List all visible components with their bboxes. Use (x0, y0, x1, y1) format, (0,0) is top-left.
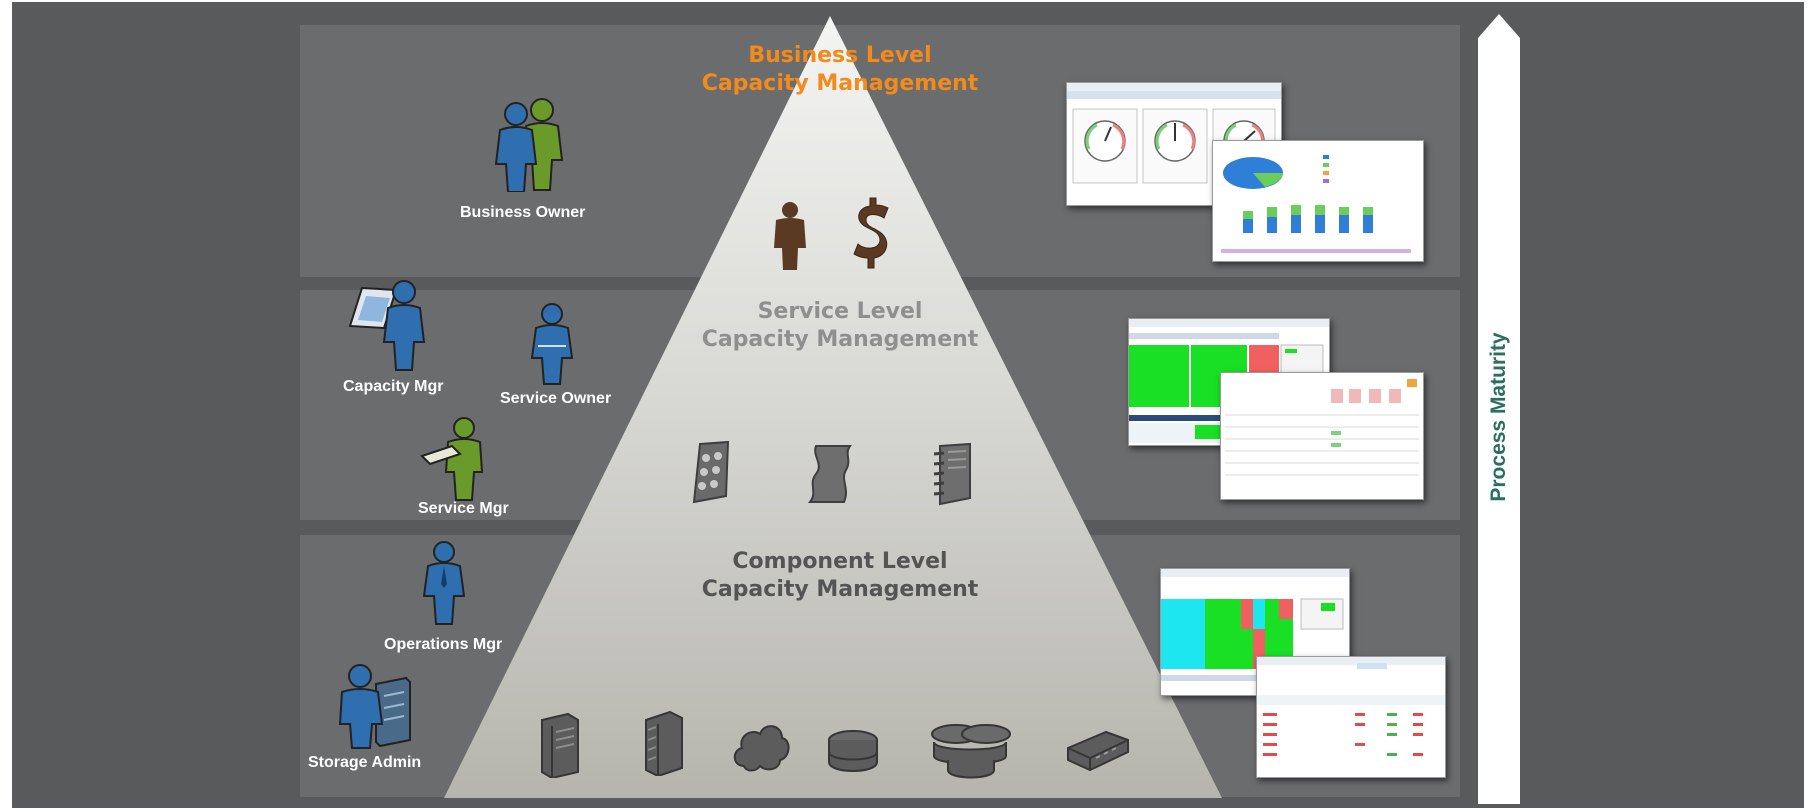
server-rack-icon (645, 710, 683, 776)
business-owner-label: Business Owner (460, 204, 586, 221)
operations-mgr-label: Operations Mgr (384, 636, 503, 653)
server-tower-icon (541, 712, 579, 778)
service-level-title-line1: Service Level (757, 299, 923, 324)
disk-icon (828, 730, 878, 772)
business-level-title-line1: Business Level (748, 43, 932, 68)
service-mgr-icon (420, 417, 484, 501)
operations-mgr-icon (422, 541, 466, 625)
person-icon (774, 202, 806, 270)
process-maturity-label: Process Maturity (1487, 332, 1510, 502)
component-level-title-line2: Capacity Management (701, 577, 979, 602)
storage-admin-icon (338, 664, 411, 749)
dollar-icon (853, 197, 889, 269)
scroll-icon (807, 445, 852, 503)
process-maturity-arrow (1478, 14, 1520, 804)
service-level-title-line2: Capacity Management (701, 327, 979, 352)
storage-admin-label: Storage Admin (308, 754, 422, 771)
capacity-mgr-icon (348, 280, 426, 371)
storage-cluster-icon (931, 724, 1011, 779)
service-owner-icon (530, 303, 574, 385)
service-table-screenshot (1220, 372, 1424, 500)
app-grid-icon (692, 440, 730, 504)
component-level-title-line1: Component Level (732, 549, 948, 574)
business-level-title-line2: Capacity Management (701, 71, 979, 96)
service-mgr-label: Service Mgr (418, 500, 509, 517)
business-chart-screenshot (1212, 140, 1424, 262)
business-owner-icon (494, 98, 564, 192)
cloud-icon (733, 725, 790, 772)
service-owner-label: Service Owner (500, 390, 612, 407)
network-switch-icon (1067, 730, 1129, 772)
capacity-mgr-label: Capacity Mgr (343, 378, 444, 395)
component-table-screenshot (1256, 656, 1446, 778)
notebook-icon (933, 442, 971, 506)
business-level-title: Business Level Capacity Management (640, 42, 1040, 98)
service-level-title: Service Level Capacity Management (640, 298, 1040, 354)
component-level-title: Component Level Capacity Management (640, 548, 1040, 604)
